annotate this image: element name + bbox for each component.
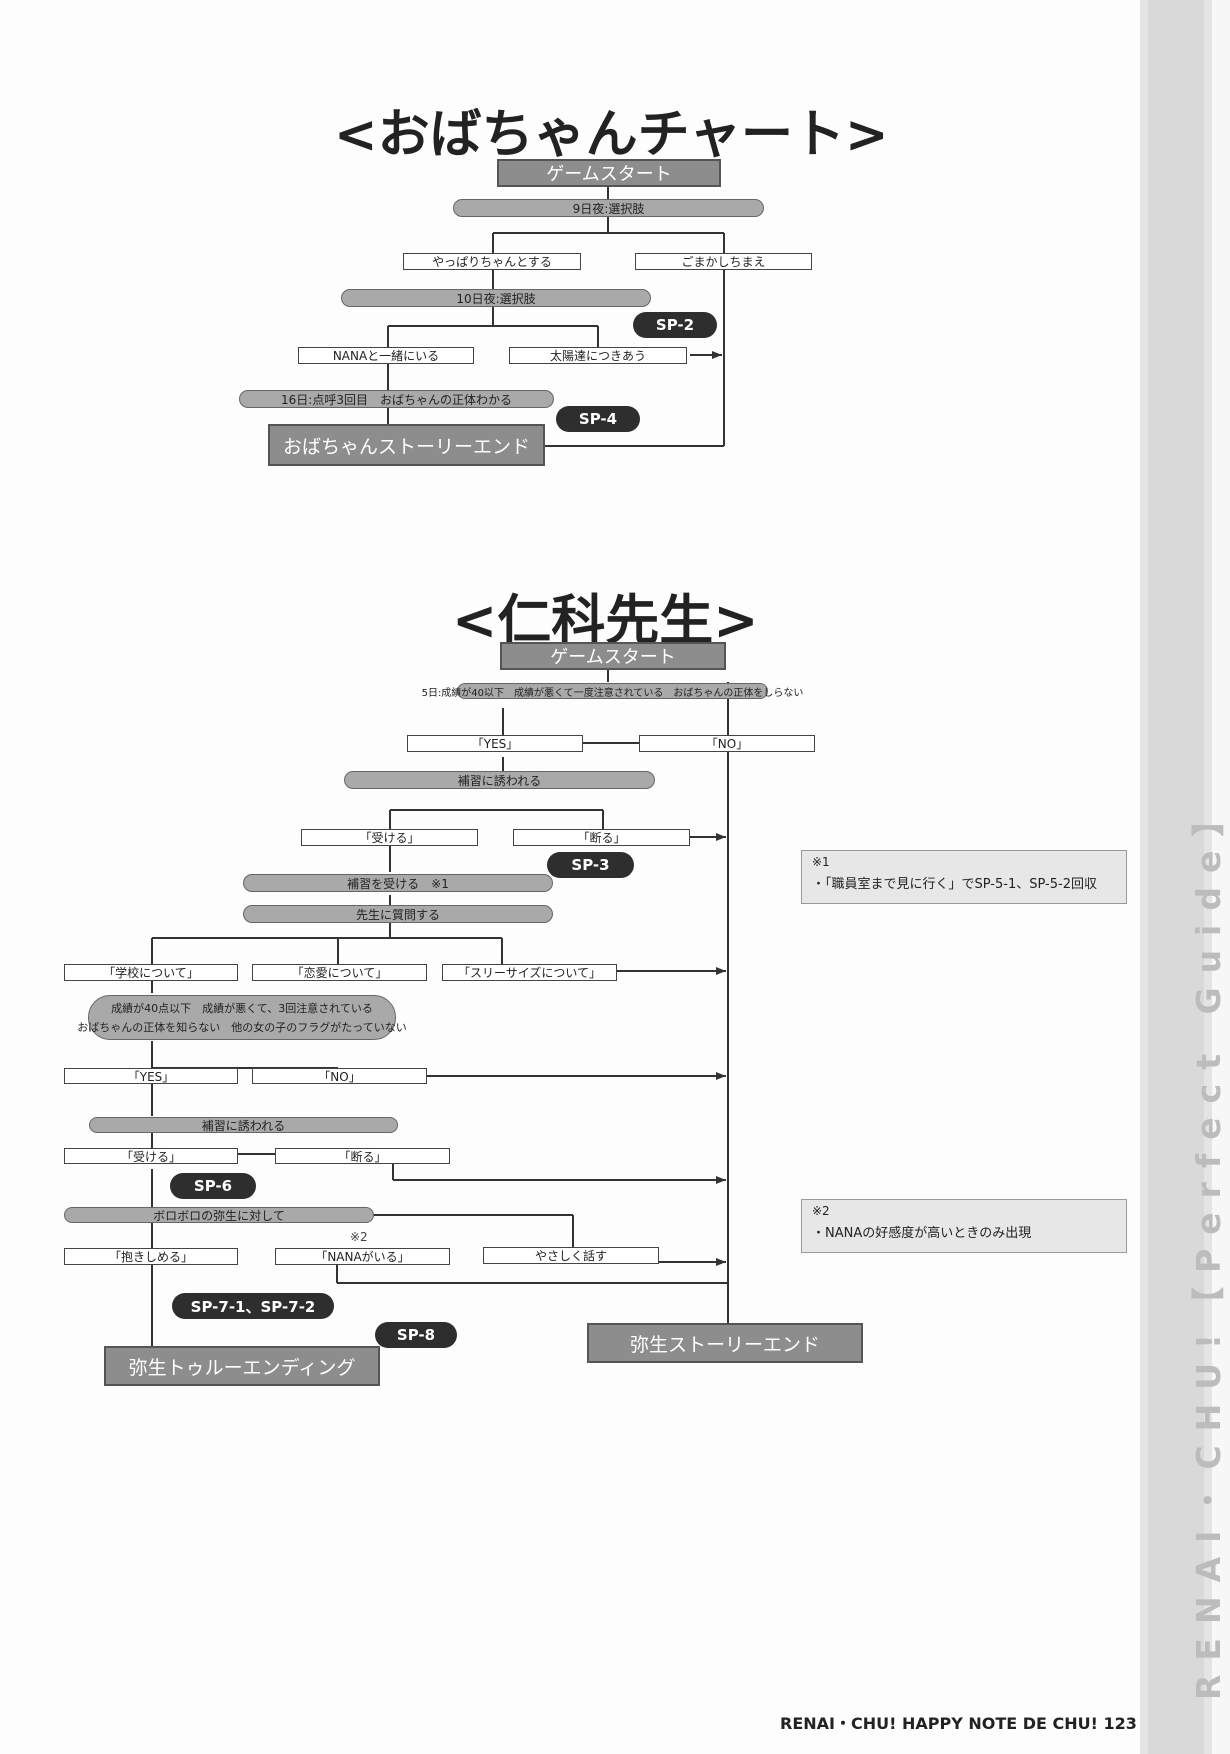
page-edge-shadow [1148,0,1204,1754]
nishina-cond1-pill: 5日:成績が40以下 成績が悪くて一度注意されている おばちゃんの正体をしらない [422,683,803,699]
side-guide-title: RENAI・CHU!【Perfect Guide】 [1158,650,1228,1700]
sp2-badge: SP-2 [633,312,717,338]
nishina-chart-title: <仁科先生> [452,589,759,652]
nishina-yasashiku: やさしく話す [483,1247,659,1264]
sp8-badge: SP-8 [375,1322,457,1348]
nishina-start-box: ゲームスタート [500,642,726,670]
note2-text: ・NANAの好感度が高いときのみ出現 [812,1226,1032,1241]
sp3-badge: SP-3 [547,852,634,878]
nishina-nana-iru: 「NANAがいる」 [275,1248,450,1265]
nishina-no1: 「NO」 [639,735,815,752]
nishina-shitsumon-pill: 先生に質問する [243,905,553,923]
sp7-badge: SP-7-1、SP-7-2 [172,1293,334,1319]
nishina-hoshuu1-pill: 補習に誘われる [344,771,655,789]
option-taiyou: 太陽達につきあう [509,347,687,364]
nishina-ukeru2: 「受ける」 [64,1148,238,1164]
obachan-chart-title: <おばちゃんチャート> [334,105,889,165]
nishina-yes1: 「YES」 [407,735,583,752]
obachan-story-end: おばちゃんストーリーエンド [268,424,545,466]
obachan-q2-pill: 10日夜:選択肢 [341,289,651,307]
obachan-q1-pill: 9日夜:選択肢 [453,199,764,217]
side-guide-text: RENAI・CHU!【Perfect Guide】 [1189,789,1228,1700]
nishina-kotowaru2: 「断る」 [275,1148,450,1164]
nishina-threesize: 「スリーサイズについて」 [442,964,617,981]
mark2-label: ※2 [350,1230,368,1244]
option-gomakashi: ごまかしちまえ [635,253,812,270]
nishina-yes2: 「YES」 [64,1068,238,1084]
note1-box: ※1 ・「職員室まで見に行く」でSP-5-1、SP-5-2回収 [801,850,1127,904]
nishina-no2: 「NO」 [252,1068,427,1084]
sp6-badge: SP-6 [170,1173,256,1199]
nishina-hoshuu-uke-pill: 補習を受ける ※1 [243,874,553,892]
note1-text: ・「職員室まで見に行く」でSP-5-1、SP-5-2回収 [812,877,1097,892]
nishina-story-end: 弥生ストーリーエンド [587,1323,863,1363]
nishina-hoshuu2-pill: 補習に誘われる [89,1117,398,1133]
nishina-cond2-pill: 成績が40点以下 成績が悪くて、3回注意されている おばちゃんの正体を知らない … [77,995,407,1040]
nishina-true-end: 弥生トゥルーエンディング [104,1346,380,1386]
sp4-badge: SP-4 [556,406,640,432]
cond2-line1: 成績が40点以下 成績が悪くて、3回注意されている [111,1001,373,1015]
note2-box: ※2 ・NANAの好感度が高いときのみ出現 [801,1199,1127,1253]
nishina-dakishimeru: 「抱きしめる」 [64,1248,238,1265]
option-yappari: やっぱりちゃんとする [403,253,581,270]
nishina-kotowaru1: 「断る」 [513,829,690,846]
obachan-q3-pill: 16日:点呼3回目 おばちゃんの正体わかる [239,390,554,408]
note2-mark: ※2 [812,1204,830,1218]
nishina-ukeru1: 「受ける」 [301,829,478,846]
option-nana: NANAと一緒にいる [298,347,474,364]
cond2-line2: おばちゃんの正体を知らない 他の女の子のフラグがたっていない [77,1020,407,1034]
nishina-gakkou: 「学校について」 [64,964,238,981]
page-footer: RENAI・CHU! HAPPY NOTE DE CHU! 123 [780,1714,1137,1733]
nishina-boroboro-pill: ボロボロの弥生に対して [64,1207,374,1223]
obachan-start-box: ゲームスタート [497,159,721,187]
note1-mark: ※1 [812,855,830,869]
nishina-renai: 「恋愛について」 [252,964,427,981]
